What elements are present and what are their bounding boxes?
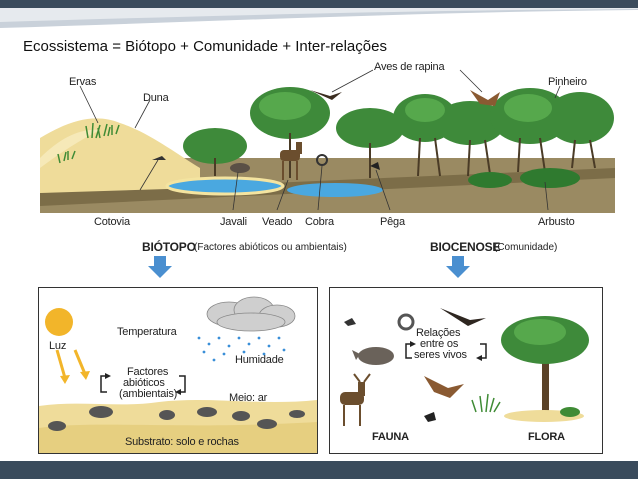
label-temperatura: Temperatura: [117, 326, 177, 338]
label-aves-de-rapina: Aves de rapina: [374, 61, 445, 73]
label-pega: Pêga: [380, 216, 405, 228]
bottom-frame-bar: [0, 461, 638, 479]
top-frame-bar: [0, 0, 638, 8]
label-entre-os: entre os: [420, 338, 459, 350]
biotopo-down-arrow-icon: [148, 256, 172, 278]
label-luz: Luz: [49, 340, 67, 352]
label-veado: Veado: [262, 216, 293, 228]
top-swoosh-decoration: [0, 8, 638, 28]
label-arbusto: Arbusto: [538, 216, 575, 228]
ecosystem-illustration: [40, 69, 615, 213]
biocenose-heading: BIOCENOSE: [430, 240, 501, 254]
biotopo-illustration: [39, 296, 317, 453]
biotopo-panel: Luz Temperatura Humidade Factores abióti…: [38, 287, 318, 454]
label-ervas: Ervas: [69, 76, 97, 88]
biocenose-illustration: [340, 308, 589, 426]
biocenose-panel: Relações entre os seres vivos FAUNA FLOR…: [329, 287, 603, 454]
label-relacoes: Relações: [416, 327, 461, 339]
label-fauna: FAUNA: [372, 431, 409, 443]
label-seres-vivos: seres vivos: [414, 349, 467, 361]
label-ambientais: (ambientais): [119, 388, 178, 400]
label-cobra: Cobra: [305, 216, 334, 228]
label-pinheiro: Pinheiro: [548, 76, 587, 88]
label-substrato: Substrato: solo e rochas: [125, 436, 239, 448]
label-abioticos: abióticos: [123, 377, 165, 389]
label-humidade: Humidade: [235, 354, 284, 366]
biotopo-note: (Factores abióticos ou ambientais): [194, 242, 347, 253]
label-flora: FLORA: [528, 431, 565, 443]
label-duna: Duna: [143, 92, 169, 104]
biotopo-heading: BIÓTOPO: [142, 240, 196, 254]
label-meio-ar: Meio: ar: [229, 392, 268, 404]
label-javali: Javali: [220, 216, 247, 228]
biocenose-down-arrow-icon: [446, 256, 470, 278]
biocenose-note: (Comunidade): [494, 242, 558, 253]
label-cotovia: Cotovia: [94, 216, 130, 228]
slide-title: Ecossistema = Biótopo + Comunidade + Int…: [23, 38, 387, 55]
label-factores: Factores: [127, 366, 169, 378]
